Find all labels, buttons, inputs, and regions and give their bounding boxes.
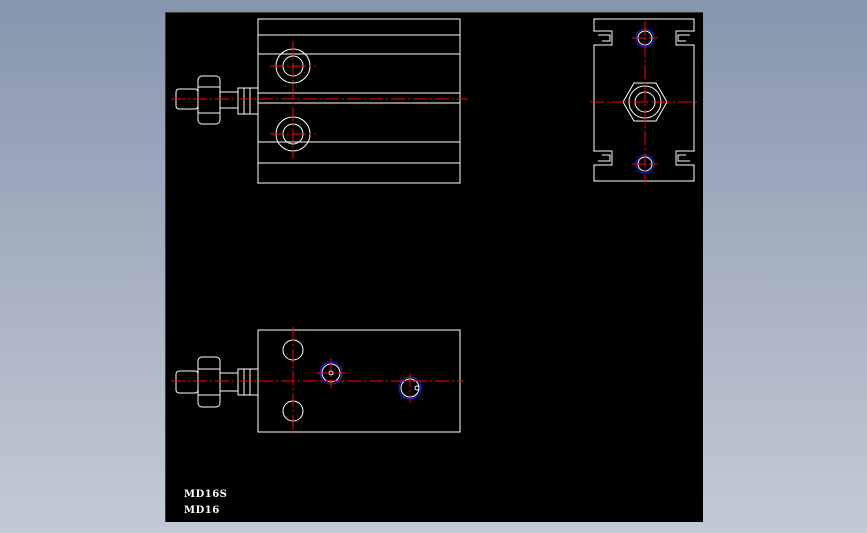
side-view bbox=[171, 18, 468, 184]
end-slot-right-lower bbox=[677, 154, 690, 162]
end-slot-right-upper bbox=[677, 34, 690, 42]
model-label-md16s: MD16S bbox=[184, 489, 228, 500]
end-view bbox=[590, 18, 698, 183]
hex-nut bbox=[197, 75, 221, 125]
top-rod-collar bbox=[237, 368, 259, 396]
end-slot-left-lower bbox=[598, 154, 611, 162]
rod-collar bbox=[237, 87, 259, 115]
piston-rod bbox=[219, 91, 239, 109]
side-body-outline bbox=[257, 18, 461, 184]
end-slot-left-upper bbox=[598, 34, 611, 42]
top-port-pin bbox=[414, 385, 420, 391]
end-profile-outline bbox=[593, 18, 695, 182]
cad-drawing bbox=[171, 18, 698, 435]
top-view bbox=[171, 327, 464, 435]
top-piston-rod bbox=[219, 372, 239, 392]
model-label-md16: MD16 bbox=[184, 505, 220, 516]
top-hex-nut bbox=[197, 356, 221, 408]
cad-viewport[interactable]: MD16S MD16 bbox=[165, 12, 703, 522]
top-rod-end-cap bbox=[175, 370, 199, 394]
